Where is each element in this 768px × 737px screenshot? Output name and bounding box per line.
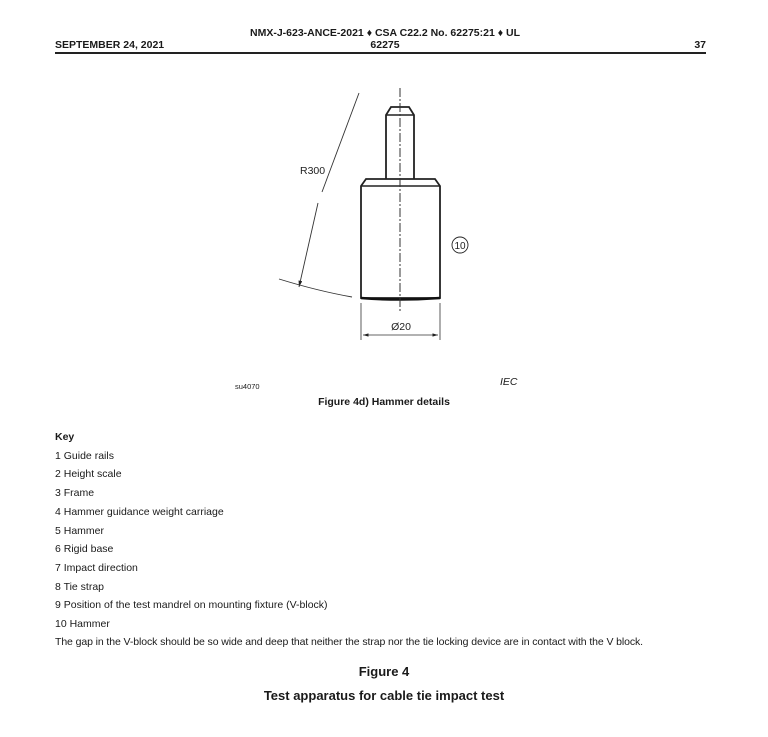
key-item: 1 Guide rails (55, 449, 114, 462)
radius-leader-upper (321, 92, 360, 193)
key-item: 2 Height scale (55, 468, 122, 481)
key-list: Key 1 Guide rails 2 Height scale 3 Frame… (55, 428, 328, 634)
drawing-code: su4070 (235, 382, 260, 391)
callout-circle (451, 236, 469, 254)
key-item: 6 Rigid base (55, 543, 114, 556)
header-rule (55, 52, 706, 54)
key-title: Key (55, 431, 75, 443)
source-label: IEC (500, 376, 518, 388)
radius-arc (278, 278, 353, 298)
radius-leader-lower (298, 202, 319, 288)
key-item: 10 Hammer (55, 618, 110, 631)
header-standard-line2: 62275 (370, 39, 400, 51)
header-standard: NMX-J-623-ANCE-2021 ♦ CSA C22.2 No. 6227… (200, 27, 570, 51)
key-item: 3 Frame (55, 487, 95, 500)
key-item: 8 Tie strap (55, 580, 105, 593)
header-page-number: 37 (694, 39, 706, 51)
key-item: 9 Position of the test mandrel on mounti… (55, 599, 328, 612)
key-item: 7 Impact direction (55, 561, 138, 574)
header-date: SEPTEMBER 24, 2021 (55, 39, 165, 51)
diameter-label: Ø20 (391, 321, 411, 333)
header-standard-line1: NMX-J-623-ANCE-2021 ♦ CSA C22.2 No. 6227… (249, 27, 520, 39)
key-item: 5 Hammer (55, 524, 105, 537)
figure-number: Figure 4 (358, 664, 410, 679)
callout-label: 10 (454, 241, 466, 252)
radius-label: R300 (300, 165, 325, 177)
note-text: The gap in the V-block should be so wide… (55, 636, 644, 648)
hammer-drawing: R300 10 Ø20 (278, 88, 469, 340)
subfigure-caption: Figure 4d) Hammer details (318, 396, 450, 408)
key-item: 4 Hammer guidance weight carriage (55, 505, 224, 518)
figure-title: Test apparatus for cable tie impact test (263, 688, 505, 703)
